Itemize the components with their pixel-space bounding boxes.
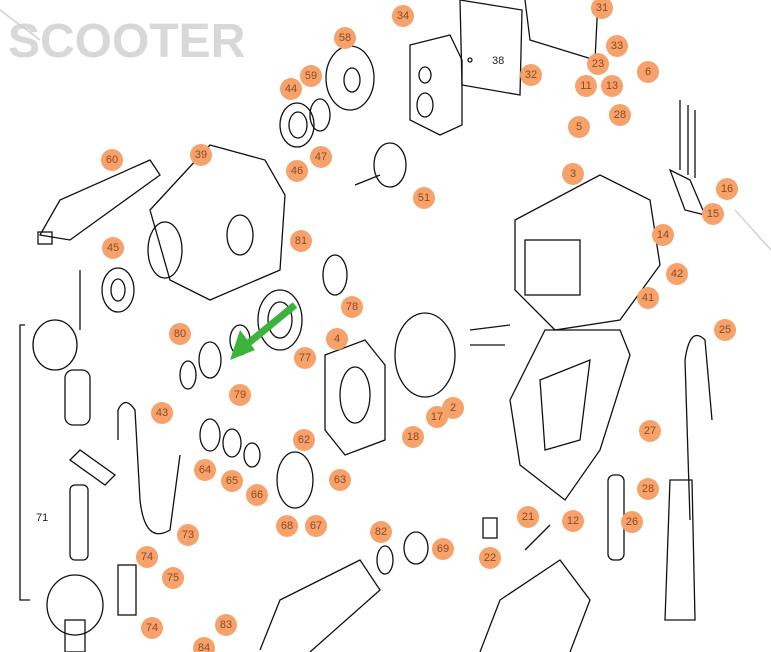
rod-73 [69,484,89,561]
watermark: SCOOTER [8,15,246,68]
housing-31 [524,0,599,61]
circlip-59 [309,98,331,132]
handle-bottom [479,559,591,652]
callout-part-80[interactable]: 80 [169,323,191,345]
plate-4 [324,339,386,456]
bearing-45 [101,267,135,313]
side-handle-71 [19,319,91,601]
stator-2 [394,312,511,398]
callout-part-6[interactable]: 6 [637,61,659,83]
callout-part-32[interactable]: 32 [520,64,542,86]
callout-part-65[interactable]: 65 [221,470,243,492]
callout-part-28[interactable]: 28 [609,104,631,126]
callout-part-58[interactable]: 58 [334,27,356,49]
callout-part-77[interactable]: 77 [294,347,316,369]
callout-part-45[interactable]: 45 [102,237,124,259]
gear-58 [325,45,375,111]
callout-part-21[interactable]: 21 [517,506,539,528]
knob-68 [276,451,314,509]
callout-part-59[interactable]: 59 [300,65,322,87]
gear-case-39 [147,144,286,301]
callout-part-68[interactable]: 68 [276,515,298,537]
motor-housing-3 [514,174,661,331]
callout-part-69[interactable]: 69 [432,538,454,560]
brush-22 [482,517,498,539]
handle-12 [509,329,631,501]
callout-part-44[interactable]: 44 [280,78,302,100]
arrow-head-icon [230,330,255,360]
callout-part-12[interactable]: 12 [562,510,584,532]
callout-part-81[interactable]: 81 [290,230,312,252]
callout-part-27[interactable]: 27 [639,420,661,442]
callout-part-84[interactable]: 84 [193,637,215,652]
callout-part-64[interactable]: 64 [194,459,216,481]
callout-part-60[interactable]: 60 [101,149,123,171]
callout-part-42[interactable]: 42 [666,263,688,285]
callout-part-28[interactable]: 28 [637,478,659,500]
callout-part-33[interactable]: 33 [606,35,628,57]
brush-holder-15 [668,100,707,216]
callout-part-39[interactable]: 39 [190,144,212,166]
bracket [68,449,117,486]
guide-line [0,9,771,251]
rings-64-66 [199,418,261,468]
callout-part-78[interactable]: 78 [341,296,363,318]
bearing-82 [376,545,394,575]
callout-part-16[interactable]: 16 [716,178,738,200]
callout-part-41[interactable]: 41 [637,287,659,309]
callout-part-63[interactable]: 63 [329,469,351,491]
callout-part-18[interactable]: 18 [402,426,424,448]
callout-part-67[interactable]: 67 [305,515,327,537]
callout-part-25[interactable]: 25 [714,319,736,341]
callout-part-3[interactable]: 3 [562,163,584,185]
callout-part-34[interactable]: 34 [392,5,414,27]
callout-part-47[interactable]: 47 [310,146,332,168]
group-label-71: 71 [36,512,49,524]
hose-73 [117,401,181,535]
callout-part-79[interactable]: 79 [229,384,251,406]
callout-part-17[interactable]: 17 [426,406,448,428]
side-grip [46,564,137,652]
callout-part-74[interactable]: 74 [136,546,158,568]
callout-part-43[interactable]: 43 [151,402,173,424]
callout-part-73[interactable]: 73 [177,524,199,546]
callout-part-31[interactable]: 31 [591,0,613,19]
cord-25 [664,334,713,621]
gear-housing-34 [409,34,463,136]
callout-part-5[interactable]: 5 [568,116,590,138]
spindle-60 [37,159,161,245]
callout-part-75[interactable]: 75 [162,567,184,589]
callout-part-14[interactable]: 14 [652,224,674,246]
callout-part-51[interactable]: 51 [413,187,435,209]
callout-part-62[interactable]: 62 [293,429,315,451]
bearing-44 [279,102,315,148]
circlip-80 [179,360,197,390]
gearbox-cover-32 [459,0,523,96]
callout-part-22[interactable]: 22 [479,547,501,569]
callout-part-83[interactable]: 83 [215,614,237,636]
callout-part-66[interactable]: 66 [246,484,268,506]
pinion-51 [354,142,407,188]
callout-part-11[interactable]: 11 [575,75,597,97]
callout-part-13[interactable]: 13 [601,75,623,97]
ring-69 [403,531,429,565]
callout-part-23[interactable]: 23 [587,53,609,75]
screw-21 [524,524,551,551]
callout-part-46[interactable]: 46 [286,160,308,182]
callout-part-26[interactable]: 26 [621,511,643,533]
callout-part-15[interactable]: 15 [702,203,724,225]
callout-part-4[interactable]: 4 [326,328,348,350]
bearing-77 [257,289,303,351]
callout-part-82[interactable]: 82 [370,521,392,543]
ring-78 [322,254,348,296]
callout-part-74[interactable]: 74 [141,617,163,639]
armature [259,559,381,652]
part-label-38: 38 [492,55,505,67]
